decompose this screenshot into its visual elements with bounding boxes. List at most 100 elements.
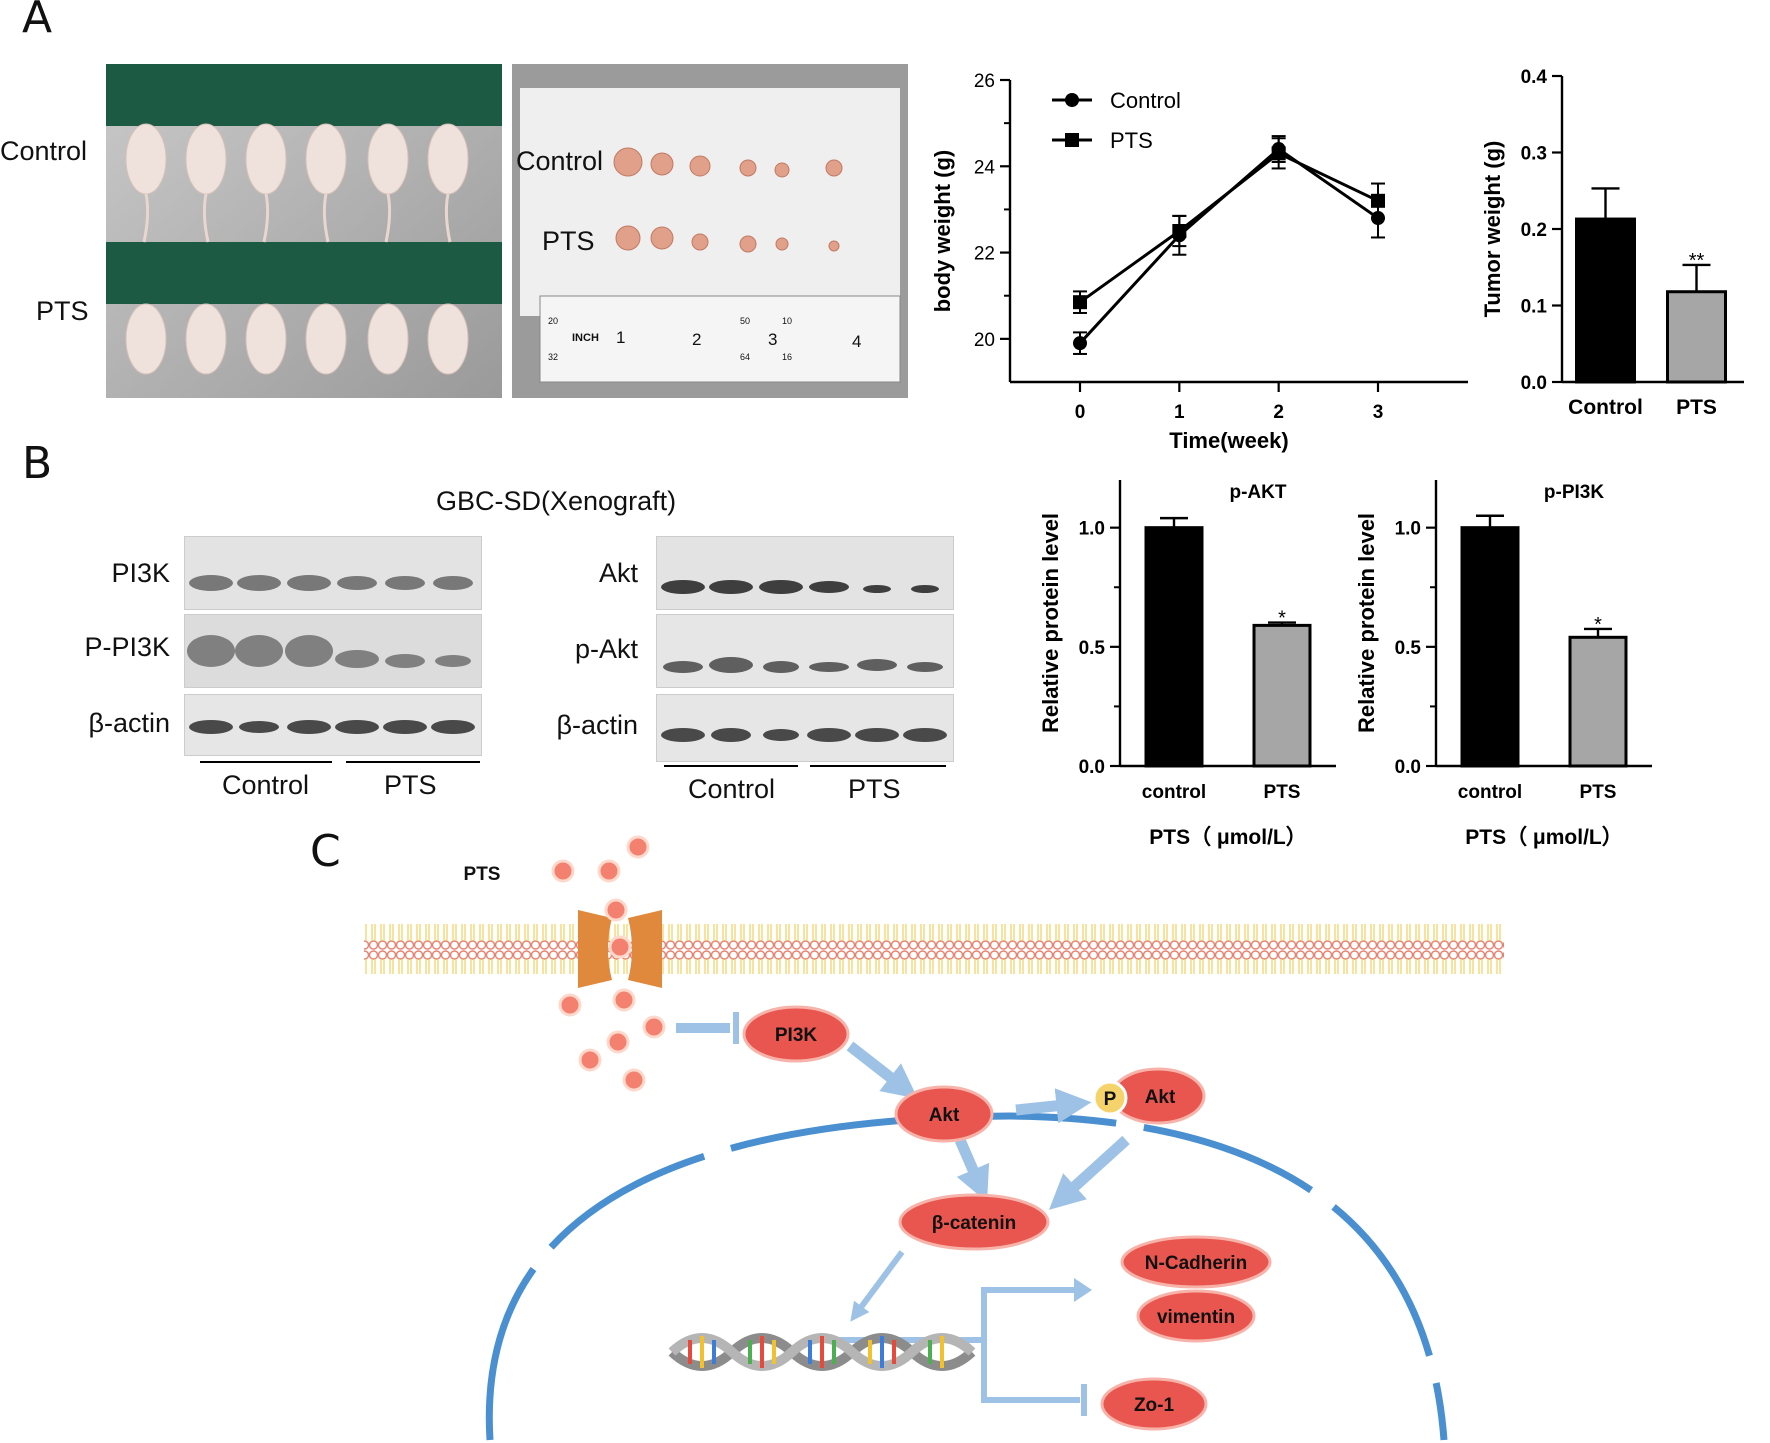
p-pi3k-ylabel: Relative protein level (1354, 513, 1379, 733)
ruler-small-bottom-1: 32 (548, 352, 559, 362)
blot-bands-akt (661, 580, 939, 594)
label-pi3k: PI3K (775, 1025, 818, 1046)
ruler-unit: INCH (572, 332, 599, 344)
blot-right-row-2: p-Akt (574, 634, 638, 664)
ruler-number-4: 4 (852, 332, 862, 351)
ruler-small-top-1: 20 (548, 316, 559, 326)
p-pi3k-ytick-label-1: 0.5 (1395, 638, 1422, 659)
blot-left-row-2: P-PI3K (84, 632, 170, 662)
body-weight-series-1-line (1079, 151, 1379, 304)
mice-photo-drawing (106, 64, 502, 398)
nucleus-envelope (485, 1112, 1448, 1441)
node-pi3k (742, 1005, 850, 1063)
panel-letter-a: A (22, 0, 53, 43)
node-ncadherin (1120, 1235, 1272, 1289)
p-akt-ytick-label-2: 1.0 (1079, 519, 1105, 540)
phospho-circle (1092, 1080, 1128, 1116)
channel-right (628, 910, 662, 988)
arrow-pakt-bcatenin (1048, 1135, 1130, 1210)
p-pi3k-sig-1: * (1594, 614, 1602, 636)
blot-right-group-lines (664, 765, 946, 767)
p-akt-xtick-label-0: control (1142, 782, 1206, 803)
blot-right-row-1: Akt (598, 558, 638, 588)
tumor-weight-ytick-label-0: 0.0 (1521, 373, 1547, 394)
ruler-small-top-2: 50 (740, 316, 751, 326)
blot-strip-ppi3k (184, 614, 482, 688)
p-akt-ytick-label-1: 0.5 (1079, 638, 1106, 659)
p-pi3k-ytick-label-0: 0.0 (1395, 757, 1421, 778)
label-ncadherin: N-Cadherin (1145, 1253, 1247, 1274)
body-weight-legend-marker-1 (1065, 133, 1079, 147)
blot-strip-bactin-left (184, 694, 482, 756)
p-akt-title: p-AKT (1230, 482, 1287, 503)
blot-left-group-lines (200, 761, 480, 763)
body-weight-series-1-point-1 (1172, 224, 1187, 238)
blot-strip-pakt (656, 614, 954, 688)
mice-label-pts: PTS (36, 296, 89, 326)
label-pakt: Akt (1145, 1087, 1176, 1108)
tumor-weight-ylabel: Tumor weight (g) (1480, 141, 1505, 318)
label-bcatenin: β-catenin (932, 1213, 1016, 1234)
node-zo1 (1100, 1377, 1208, 1431)
tumor-label-control: Control (516, 146, 604, 176)
body-weight-xtick-label-0: 0 (1075, 402, 1086, 423)
mice-label-control: Control (0, 136, 88, 166)
ruler-small-bottom-3: 16 (782, 352, 793, 362)
p-pi3k-title: p-PI3K (1544, 482, 1604, 503)
body-weight-series-1-point-2 (1271, 146, 1286, 161)
arrow-pi3k-akt (846, 1041, 918, 1099)
tumor-weight-sig-1: ** (1689, 250, 1705, 272)
tumor-photo-drawing (512, 64, 908, 398)
arrow-akt-bcatenin (954, 1137, 990, 1203)
body-weight-series-1-point-0 (1073, 295, 1087, 310)
tumor-photo: Control PTS INCH 20 50 10 32 64 16 1 2 3… (512, 64, 908, 398)
blot-right-row-3: β-actin (556, 710, 638, 740)
blot-left-row-3: β-actin (88, 708, 170, 738)
label-zo1: Zo-1 (1134, 1395, 1175, 1416)
node-bcatenin (898, 1193, 1050, 1251)
tumor-weight-ytick-label-3: 0.3 (1521, 144, 1547, 165)
blot-title: GBC-SD(Xenograft) (436, 486, 677, 516)
blot-bands-bactin-right (661, 728, 947, 742)
label-phospho: P (1104, 1089, 1117, 1110)
body-weight-ylabel: body weight (g) (930, 150, 955, 313)
blot-bands-pi3k (189, 575, 473, 591)
p-akt-xlabel: PTS（ μmol/L） (1149, 825, 1307, 849)
blot-right-group-pts: PTS (848, 774, 901, 804)
arrow-akt-pakt (1015, 1088, 1092, 1124)
body-weight-xtick-label-1: 1 (1174, 402, 1185, 423)
tumor-weight-ytick-label-4: 0.4 (1521, 67, 1548, 88)
blot-strip-akt (656, 536, 954, 610)
blot-strip-pi3k (184, 536, 482, 610)
blot-left-row-1: PI3K (111, 558, 170, 588)
blot-left-group-control: Control (222, 770, 310, 800)
p-pi3k-ytick-label-2: 1.0 (1395, 519, 1421, 540)
drug-molecules (551, 835, 666, 1092)
tumor-weight-ytick-label-2: 0.2 (1521, 220, 1547, 241)
tumor-weight-bar-0 (1575, 217, 1636, 384)
blot-bands-bactin-left (189, 720, 475, 734)
body-weight-legend-marker-0 (1065, 93, 1079, 107)
channel-left (578, 910, 612, 988)
node-vimentin (1136, 1289, 1256, 1343)
body-weight-xlabel: Time(week) (1169, 428, 1288, 453)
body-weight-ytick-label-1: 22 (974, 244, 995, 265)
ruler-number-1: 1 (616, 328, 626, 347)
body-weight-xtick-label-2: 2 (1273, 402, 1284, 423)
body-weight-series-0-point-0 (1073, 336, 1087, 351)
p-pi3k-xlabel: PTS（ μmol/L） (1465, 825, 1623, 849)
drug-label: PTS (464, 864, 501, 885)
panel-letter-b: B (22, 438, 53, 489)
p-akt-bar-0 (1144, 526, 1204, 768)
p-pi3k-xtick-label-1: PTS (1580, 782, 1617, 803)
label-akt: Akt (929, 1105, 960, 1126)
body-weight-ytick-label-3: 26 (974, 71, 995, 92)
inhibit-pi3k (676, 1012, 739, 1044)
node-akt (894, 1085, 994, 1143)
cell-membrane (364, 924, 1504, 974)
body-weight-legend-label-0: Control (1110, 88, 1181, 113)
p-akt-xtick-label-1: PTS (1264, 782, 1301, 803)
blot-bands-pakt (663, 657, 943, 673)
